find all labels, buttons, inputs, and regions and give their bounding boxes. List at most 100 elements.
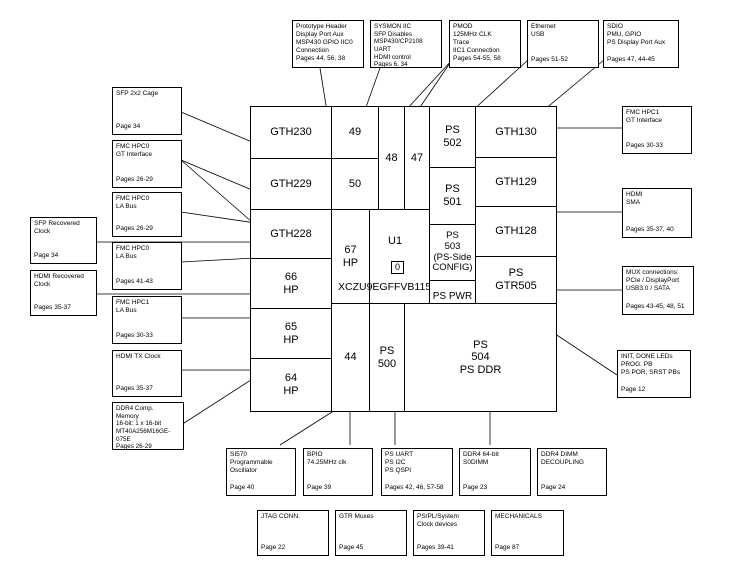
note-fmc-hpc0-la-1: FMC HPC0 LA Bus Pages 26-29 xyxy=(112,192,182,237)
note-fmc-hpc0-la-2-text: FMC HPC0 LA Bus xyxy=(116,245,150,260)
note-ddr4-sodimm-text: DDR4 64-bit S0DIMM xyxy=(463,451,499,466)
wire-sfp xyxy=(180,111,253,143)
note-ddr4-sodimm: DDR4 64-bit S0DIMM Page 23 xyxy=(459,448,531,496)
note-ddr4-comp-memory-text: DDR4 Comp. Memory 16-bit: 1 x 16-bit MT4… xyxy=(116,405,171,451)
bank-gth229: GTH229 xyxy=(250,158,332,210)
bank-gth129: GTH129 xyxy=(475,157,557,207)
bank-gtr505: PS GTR505 xyxy=(475,256,557,304)
note-fmc-hpc1-la-page: Pages 30-33 xyxy=(116,332,153,340)
bank-gth130: GTH130 xyxy=(475,106,557,158)
note-init-done-leds: INIT, DONE LEDs PROG. PB PS POR, SRST PB… xyxy=(617,350,691,398)
note-fmc-hpc1-gt-text: FMC HPC1 GT Interface xyxy=(626,109,663,124)
note-sfp-cage: SFP 2x2 Cage Page 34 xyxy=(112,87,182,135)
note-ps-pl-clock-devices-text: PS/PL/System Clock devices xyxy=(417,513,459,528)
u1-center xyxy=(369,209,430,304)
note-fmc-hpc1-la-text: FMC HPC1 LA Bus xyxy=(116,299,150,314)
note-bpio: BPIO 74.25MHz clk Page 39 xyxy=(303,448,373,496)
note-ps-pl-clock-devices-page: Pages 39-41 xyxy=(417,544,454,552)
note-ps-uart-page: Pages 42, 46, 57-58 xyxy=(385,484,444,492)
note-hdmi-tx-clock: HDMI TX Clock Pages 35-37 xyxy=(112,350,182,397)
note-fmc-hpc0-la-2: FMC HPC0 LA Bus Pages 41-43 xyxy=(112,242,182,290)
note-mux-connections-page: Pages 43-45, 48, 51 xyxy=(626,303,685,311)
note-mechanicals-text: MECHANICALS xyxy=(495,513,542,520)
note-fmc-hpc1-la: FMC HPC1 LA Bus Pages 30-33 xyxy=(112,296,182,344)
note-bpio-page: Page 39 xyxy=(307,484,332,492)
bank-65-hp: 65 HP xyxy=(250,308,332,359)
note-fmc-hpc0-gt: FMC HPC0 GT Interface Pages 26-29 xyxy=(112,140,182,188)
wire-fmc0gt-b xyxy=(180,159,253,223)
bank-gth228: GTH228 xyxy=(250,209,332,259)
note-fmc-hpc0-gt-page: Pages 26-29 xyxy=(116,176,153,184)
note-ethernet-text: Ethernet USB xyxy=(531,23,556,38)
bank-ps504: PS 504 PS DDR xyxy=(404,303,557,412)
pin1-label: 0 xyxy=(395,262,401,272)
bank-ps503: PS 503 (PS-Side CONFIG) xyxy=(429,224,476,281)
bank-66-hp: 66 HP xyxy=(250,258,332,309)
note-hdmi-tx-clock-text: HDMI TX Clock xyxy=(116,353,161,360)
bank-48: 48 xyxy=(378,106,405,210)
note-ddr4-dimm-decoupling-page: Page 24 xyxy=(541,484,566,492)
bank-ps501: PS 501 xyxy=(429,167,476,225)
note-ethernet-page: Pages 51-52 xyxy=(531,56,568,64)
note-hdmi-sma-page: Pages 35-37, 40 xyxy=(626,226,674,234)
bank-gth230: GTH230 xyxy=(250,106,332,159)
wire-fmc0gt-a xyxy=(180,159,253,191)
note-ps-pl-clock-devices: PS/PL/System Clock devices Pages 39-41 xyxy=(413,510,485,556)
bank-gth128: GTH128 xyxy=(475,206,557,257)
note-si570: SI570 Programmable Oscillator Page 40 xyxy=(226,448,296,496)
note-bpio-text: BPIO 74.25MHz clk xyxy=(307,451,347,466)
note-sfp-recovered-clock-page: Page 34 xyxy=(34,252,59,260)
note-hdmi-recovered-clock-page: Pages 35-37 xyxy=(34,304,71,312)
note-jtag-conn-text: JTAG CONN. xyxy=(261,513,300,520)
note-prototype-header-text: Prototype Header Display Port Aux MSP430… xyxy=(296,23,353,62)
note-ddr4-comp-memory: DDR4 Comp. Memory 16-bit: 1 x 16-bit MT4… xyxy=(112,402,184,450)
bank-ps500: PS 500 xyxy=(369,303,405,412)
note-mechanicals: MECHANICALS Page 87 xyxy=(491,510,564,556)
part-number: XCZU9EGFFVB1156 xyxy=(338,281,438,293)
note-prototype-header: Prototype Header Display Port Aux MSP430… xyxy=(292,20,364,68)
bank-47: 47 xyxy=(404,106,430,210)
note-fmc-hpc0-la-1-page: Pages 26-29 xyxy=(116,225,153,233)
note-hdmi-recovered-clock: HDMI Recovered Clock Pages 35-37 xyxy=(30,270,97,316)
note-ps-uart: PS UART PS I2C PS QSPI Pages 42, 46, 57-… xyxy=(381,448,453,496)
note-hdmi-tx-clock-page: Pages 35-37 xyxy=(116,385,153,393)
note-sysmon-text: SYSMON IIC SFP Disables MSP430/CP2108 UA… xyxy=(374,23,423,69)
note-si570-text: SI570 Programmable Oscillator xyxy=(230,451,273,474)
note-ddr4-dimm-decoupling-text: DDR4 DIMM DECOUPLING xyxy=(541,451,584,466)
bank-44: 44 xyxy=(331,303,370,412)
note-sfp-recovered-clock: SFP Recovered Clock Page 34 xyxy=(30,217,97,264)
note-si570-page: Page 40 xyxy=(230,484,255,492)
wire-si570 xyxy=(279,411,333,446)
note-mux-connections-text: MUX connections: PCIe / DisplayPort USB3… xyxy=(626,269,680,292)
note-fmc-hpc0-la-2-page: Pages 41-43 xyxy=(116,278,153,286)
note-gtr-muxes-text: GTR Muxes xyxy=(339,513,374,520)
note-pmod: PMOD 125MHz CLK Trace IIC1 Connection Pa… xyxy=(449,20,521,68)
bank-ps502: PS 502 xyxy=(429,106,476,168)
note-sfp-cage-page: Page 34 xyxy=(116,123,141,131)
note-sysmon: SYSMON IIC SFP Disables MSP430/CP2108 UA… xyxy=(370,20,442,68)
note-ps-uart-text: PS UART PS I2C PS QSPI xyxy=(385,451,414,474)
u1-title: U1 xyxy=(388,235,403,247)
note-init-done-leds-text: INIT, DONE LEDs PROG. PB PS POR, SRST PB… xyxy=(621,353,681,376)
note-hdmi-sma: HDMI SMA Pages 35-37, 40 xyxy=(622,188,692,238)
note-hdmi-sma-text: HDMI SMA xyxy=(626,191,643,206)
note-sdio-text: SDIO PMU, GPIO PS Display Port Aux xyxy=(607,23,666,46)
wire-ddr4comp xyxy=(180,377,255,426)
bank-64-hp: 64 HP xyxy=(250,358,332,412)
bank-49: 49 xyxy=(331,106,379,159)
bank-67-hp: 67 HP xyxy=(331,209,370,304)
note-sfp-cage-text: SFP 2x2 Cage xyxy=(116,90,159,97)
note-ddr4-sodimm-page: Page 23 xyxy=(463,484,488,492)
pin1-marker xyxy=(391,261,404,274)
note-fmc-hpc1-gt-page: Pages 30-33 xyxy=(626,142,663,150)
note-gtr-muxes-page: Page 45 xyxy=(339,544,364,552)
note-init-done-leds-page: Page 12 xyxy=(621,386,646,394)
note-ddr4-dimm-decoupling: DDR4 DIMM DECOUPLING Page 24 xyxy=(537,448,607,496)
note-pmod-text: PMOD 125MHz CLK Trace IIC1 Connection Pa… xyxy=(453,23,501,62)
note-jtag-conn: JTAG CONN. Page 22 xyxy=(257,510,329,556)
note-jtag-conn-page: Page 22 xyxy=(261,544,286,552)
note-sdio: SDIO PMU, GPIO PS Display Port Aux Pages… xyxy=(603,20,679,68)
note-sfp-recovered-clock-text: SFP Recovered Clock xyxy=(34,220,80,235)
note-fmc-hpc0-gt-text: FMC HPC0 GT Interface xyxy=(116,143,153,158)
note-ethernet: Ethernet USB Pages 51-52 xyxy=(527,20,599,68)
